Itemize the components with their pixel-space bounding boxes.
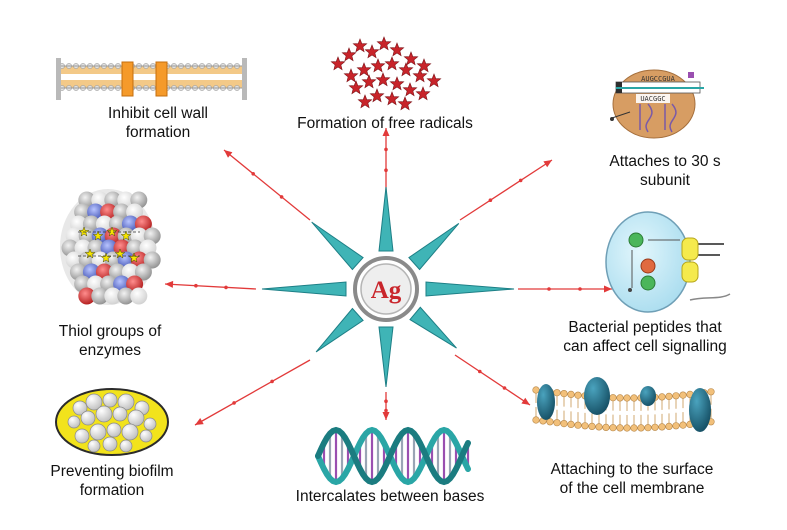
arrow-5	[194, 359, 311, 426]
arrow-6	[164, 280, 257, 290]
arrow-1	[459, 159, 553, 221]
spike-layer	[261, 186, 515, 388]
ag-center: Ag	[353, 256, 419, 322]
arrow-layer	[164, 128, 612, 426]
free-radicals-icon	[330, 36, 442, 111]
arrow-0	[382, 128, 390, 191]
protein-icon	[60, 189, 161, 305]
arrow-2	[518, 285, 612, 293]
spike-2	[425, 281, 515, 297]
ribosome-bottom-bases: UACGGC	[640, 95, 665, 103]
spike-3	[409, 306, 457, 349]
biofilm-icon	[55, 388, 169, 456]
label-intercalates-bases: Intercalates between bases	[295, 488, 485, 505]
ribosome-top-bases: AUGCCGUA	[641, 75, 676, 83]
label-free-radicals: Formation of free radicals	[297, 115, 473, 132]
spike-0	[378, 186, 394, 252]
spike-5	[315, 307, 364, 353]
arrow-7	[223, 149, 311, 221]
ag-label: Ag	[371, 277, 402, 304]
label-inhibit-cell-wall: Inhibit cell wall formation	[108, 105, 208, 141]
cell-wall-icon	[56, 58, 247, 100]
label-cell-membrane-surface: Attaching to the surface of the cell mem…	[550, 461, 714, 497]
cell-signalling-icon	[605, 211, 731, 313]
label-30s-subunit: Attaches to 30 s subunit	[609, 153, 721, 189]
spike-7	[311, 221, 364, 271]
ribosome-icon: AUGCCGUA UACGGC	[610, 69, 704, 139]
label-bacterial-peptides: Bacterial peptides that can affect cell …	[563, 319, 727, 355]
dna-helix-icon	[315, 426, 471, 486]
arrow-3	[454, 354, 531, 406]
arrow-4	[382, 392, 390, 420]
label-preventing-biofilm: Preventing biofilm formation	[50, 463, 174, 499]
cell-membrane-icon	[532, 377, 715, 432]
spike-4	[378, 326, 394, 388]
spike-6	[261, 281, 347, 297]
spike-1	[408, 222, 460, 271]
label-thiol-groups: Thiol groups of enzymes	[58, 323, 162, 359]
